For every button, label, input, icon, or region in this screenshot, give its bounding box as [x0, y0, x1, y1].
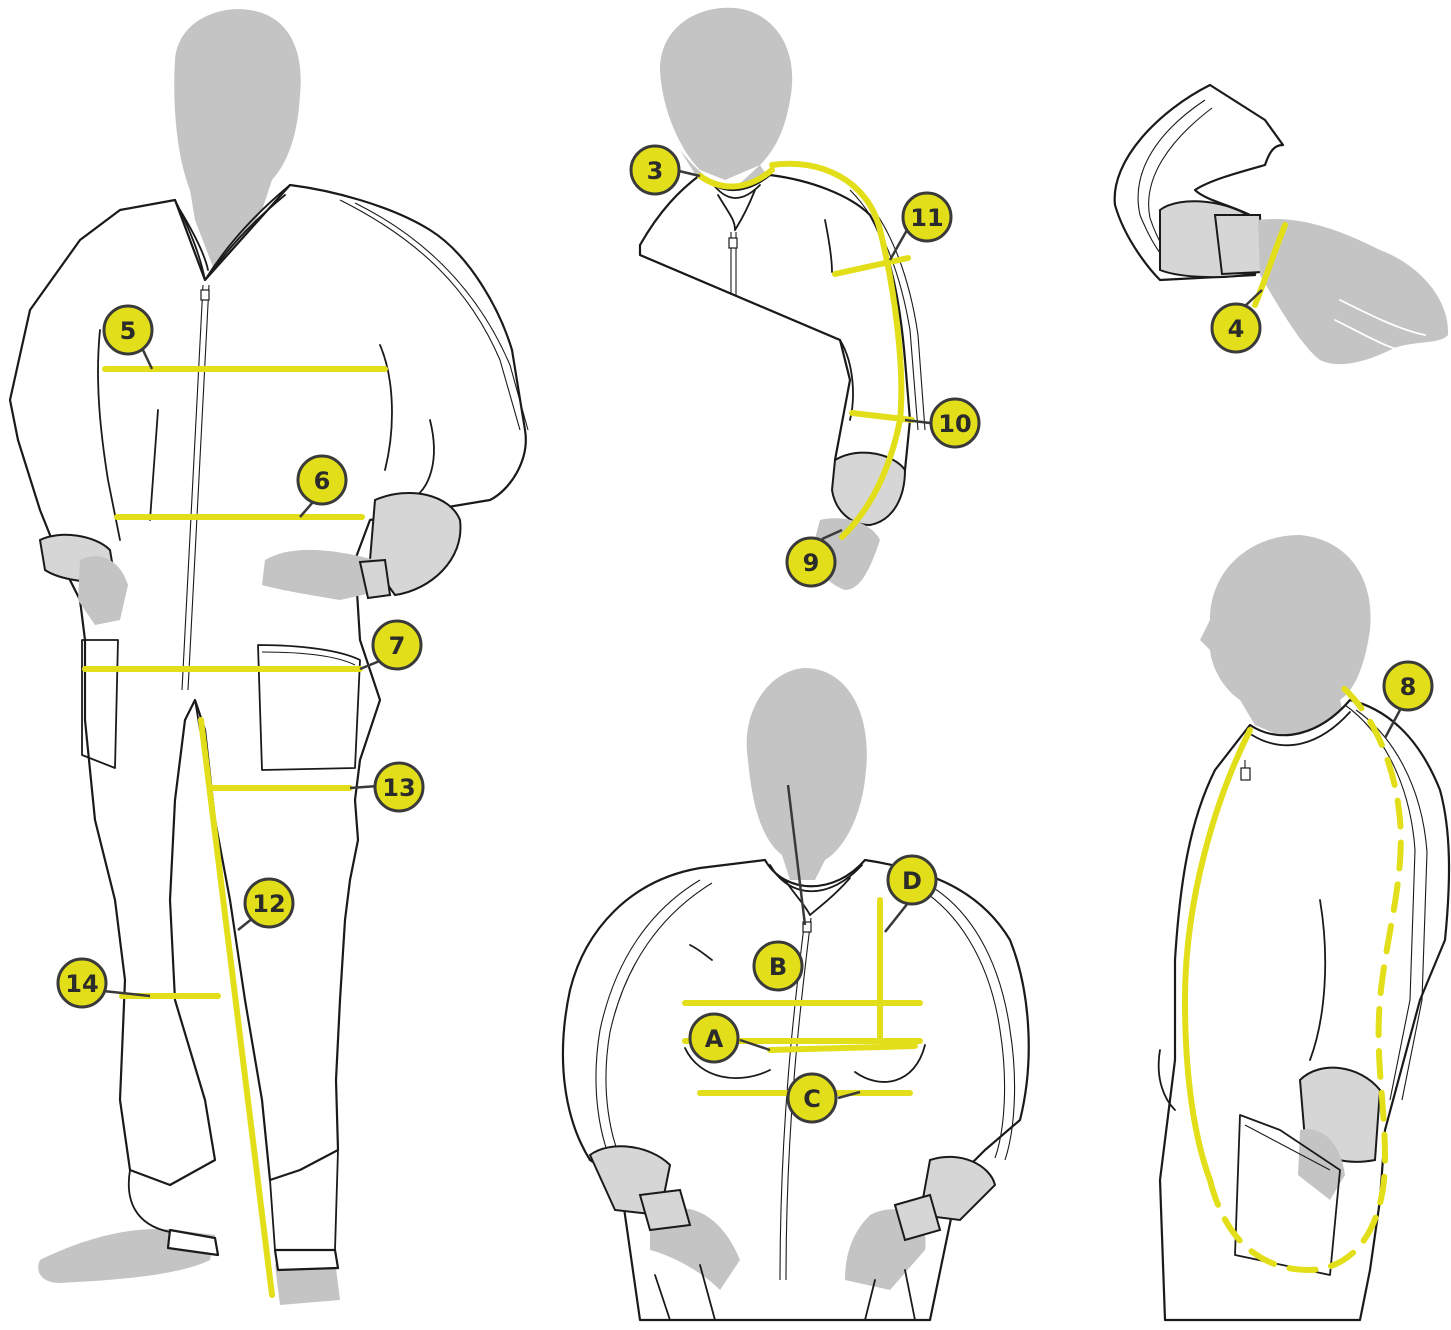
hand-3	[1258, 219, 1448, 364]
svg-text:5: 5	[120, 317, 137, 345]
figure-side-view: 8	[1159, 535, 1449, 1320]
badge-10: 10	[931, 399, 979, 447]
svg-text:13: 13	[382, 774, 415, 802]
badge-9: 9	[787, 538, 835, 586]
svg-text:14: 14	[65, 970, 98, 998]
svg-text:C: C	[803, 1085, 821, 1113]
badge-6: 6	[298, 456, 346, 504]
badge-5: 5	[104, 306, 152, 354]
svg-text:3: 3	[647, 157, 664, 185]
svg-text:7: 7	[389, 632, 406, 660]
svg-text:8: 8	[1400, 673, 1417, 701]
badge-D: D	[888, 856, 936, 904]
badge-12: 12	[245, 879, 293, 927]
svg-text:6: 6	[314, 467, 331, 495]
svg-text:A: A	[705, 1025, 724, 1053]
badge-14: 14	[58, 959, 106, 1007]
figure-torso-front: D B A C	[563, 668, 1029, 1320]
arm-cuff-2	[832, 453, 905, 525]
svg-text:9: 9	[803, 549, 820, 577]
svg-text:12: 12	[252, 890, 285, 918]
badge-4: 4	[1212, 304, 1260, 352]
measure-line-d-base	[770, 1046, 915, 1050]
suit-upper-2	[640, 175, 910, 470]
badge-C: C	[788, 1074, 836, 1122]
head-silhouette-2	[660, 8, 792, 180]
figure-full-body-front: 5 6 7 13 12 14	[10, 9, 528, 1305]
badge-A: A	[690, 1014, 738, 1062]
head-silhouette-4	[747, 668, 867, 880]
badge-7: 7	[373, 621, 421, 669]
svg-text:11: 11	[910, 204, 943, 232]
figure-arm-neck: 3 11 10 9	[631, 8, 979, 590]
svg-text:4: 4	[1228, 315, 1245, 343]
badge-11: 11	[903, 193, 951, 241]
badge-8: 8	[1384, 662, 1432, 710]
svg-text:B: B	[769, 953, 787, 981]
figure-wrist: 4	[1115, 85, 1448, 364]
svg-text:D: D	[902, 867, 922, 895]
badge-B: B	[754, 942, 802, 990]
svg-text:10: 10	[938, 410, 971, 438]
badge-13: 13	[375, 763, 423, 811]
suit-torso	[10, 185, 526, 1185]
badge-3: 3	[631, 146, 679, 194]
suit-side-5	[1160, 700, 1449, 1320]
